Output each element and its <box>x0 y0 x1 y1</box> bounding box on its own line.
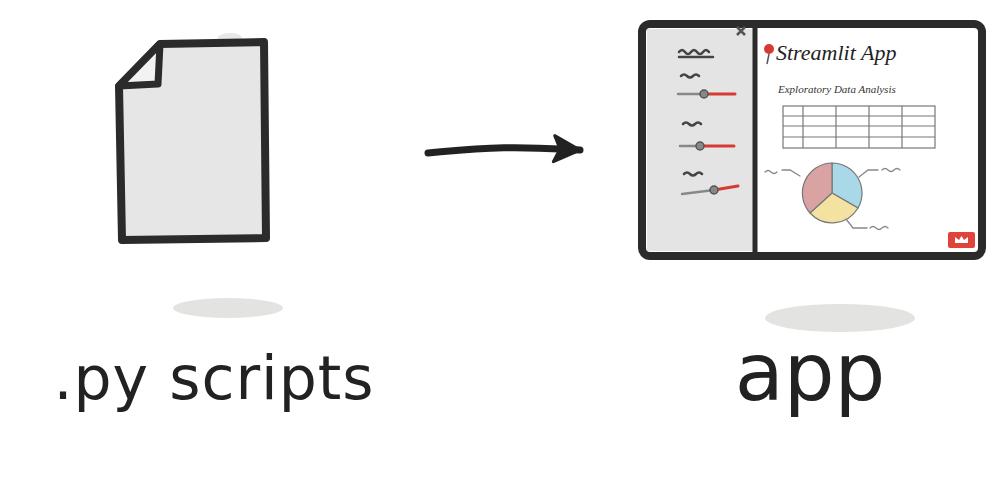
leader-line <box>859 170 878 177</box>
script-file: .py scripts <box>0 30 428 270</box>
shadow <box>765 304 915 332</box>
badge <box>948 232 975 248</box>
scribble-label <box>679 50 709 54</box>
app-title: Streamlit App <box>776 41 896 65</box>
table-rule <box>901 106 902 148</box>
table-rule <box>835 106 836 148</box>
scribble-label <box>683 123 701 126</box>
slider-knob <box>696 142 704 150</box>
slider-knob <box>710 186 718 194</box>
leader-line <box>846 219 867 228</box>
pie-leaders <box>765 169 900 230</box>
leader-line <box>782 170 800 176</box>
scribble-label <box>882 169 900 172</box>
document-fold <box>119 44 160 86</box>
scribble-label <box>870 227 888 230</box>
app-window <box>642 24 982 256</box>
app-label: app <box>710 333 910 413</box>
sidebar-border <box>753 28 758 252</box>
pie-slice <box>802 163 832 213</box>
table-rule <box>802 106 803 148</box>
scribble-label <box>681 75 699 78</box>
table-rule <box>783 115 935 116</box>
slider-fill <box>700 145 734 148</box>
flow-arrow <box>428 148 580 153</box>
sidebar-widgets <box>678 50 738 194</box>
app-subtitle: Exploratory Data Analysis <box>778 83 896 96</box>
table-rule <box>868 106 869 148</box>
shadow <box>173 298 283 318</box>
file-label: .py scripts <box>0 348 428 408</box>
badge-crown <box>955 236 968 243</box>
balloon-string <box>767 54 769 64</box>
sidebar <box>647 29 755 251</box>
table-frame <box>783 106 935 148</box>
slider-knob <box>700 90 708 98</box>
balloon-icon <box>764 44 774 54</box>
document-icon <box>119 42 266 240</box>
scribble-label <box>684 173 702 176</box>
scribble-label <box>679 56 713 59</box>
table-rule <box>783 136 935 137</box>
scribble-label <box>765 171 777 174</box>
app-window: Streamlit AppExploratory Data Analysisap… <box>580 15 987 285</box>
slider-track <box>682 190 714 194</box>
pie-chart <box>802 163 862 223</box>
close-icon <box>737 27 745 35</box>
data-table <box>783 106 935 148</box>
table-rule <box>783 125 935 126</box>
